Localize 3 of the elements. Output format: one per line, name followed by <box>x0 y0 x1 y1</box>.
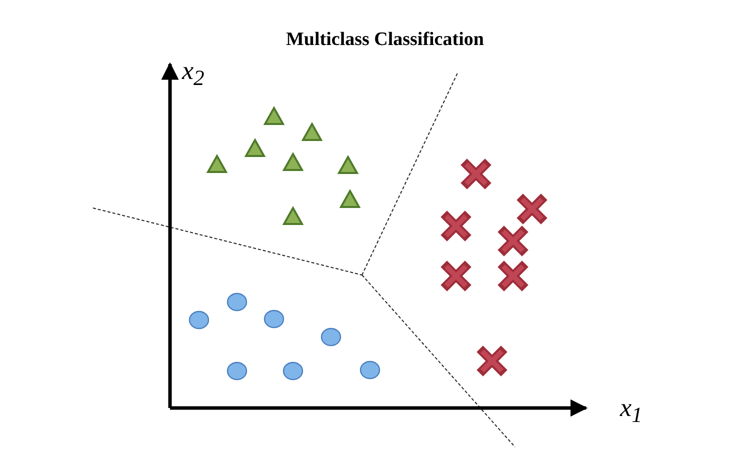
axis-label: x$_{1}$ <box>620 393 642 428</box>
axis-label: x$_{2}$ <box>182 56 204 92</box>
chart-title: Multiclass Classification <box>286 29 484 51</box>
